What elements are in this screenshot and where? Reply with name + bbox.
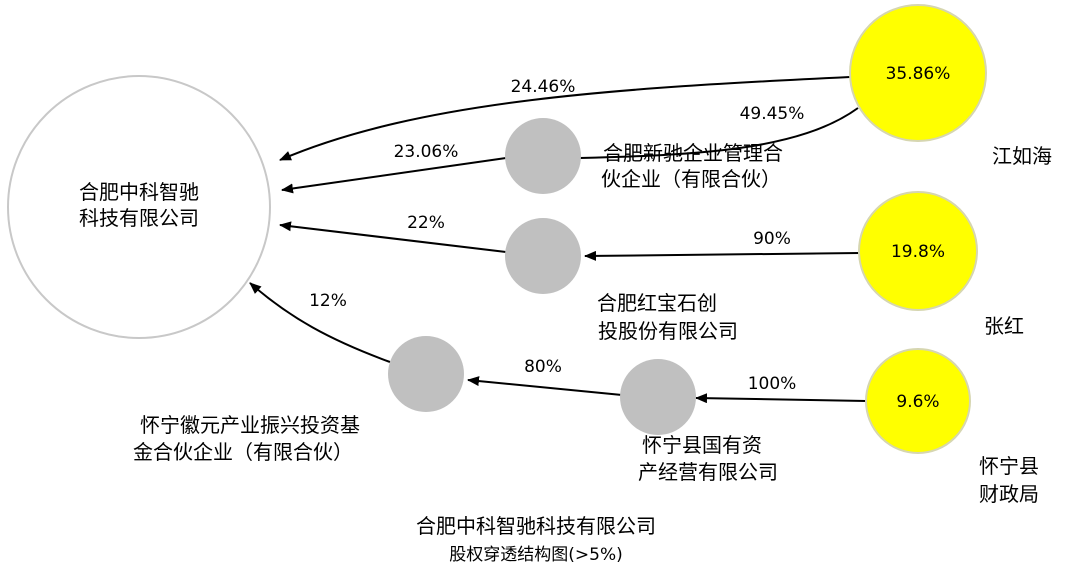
node-xinchi-label-line2: 伙企业（有限合伙） [601, 167, 781, 191]
node-jiangruhai-circle[interactable] [849, 4, 987, 142]
node-guoyou-circle[interactable] [620, 359, 696, 435]
node-huiyuan-label-line1: 怀宁徽元产业振兴投资基 [140, 413, 360, 437]
node-target-circle[interactable] [7, 75, 271, 339]
edge-jiangruhai-xinchi [579, 107, 859, 159]
edge-label-zhanghong-hongbaoshi: 90% [753, 229, 791, 249]
node-zhanghong-pct: 19.8% [891, 242, 945, 262]
edge-label-xinchi-target: 23.06% [394, 142, 459, 162]
edge-guoyou-huiyuan [467, 376, 623, 396]
edge-label-guoyou-huiyuan: 80% [524, 357, 562, 377]
node-hongbaoshi-circle[interactable] [505, 218, 581, 294]
node-zhanghong-circle[interactable] [858, 191, 978, 311]
edge-jiangruhai-target [279, 76, 851, 161]
node-caizheng-circle[interactable] [865, 348, 971, 454]
node-hongbaoshi-label-line2: 投股份有限公司 [598, 319, 738, 343]
edge-xinchi-target [281, 157, 507, 194]
node-target-label-line1: 合肥中科智驰 [79, 180, 199, 204]
edge-huiyuan-target [249, 282, 391, 363]
edge-label-hongbaoshi-target: 22% [407, 213, 445, 233]
diagram-title-line1: 合肥中科智驰科技有限公司 [416, 514, 656, 538]
node-guoyou-label-line1: 怀宁县国有资 [642, 433, 762, 457]
node-huiyuan-circle[interactable] [388, 336, 464, 412]
node-jiangruhai-name: 江如海 [992, 144, 1052, 168]
node-xinchi-circle[interactable] [505, 118, 581, 194]
node-hongbaoshi-label-line1: 合肥红宝石创 [597, 291, 717, 315]
edge-caizheng-guoyou [695, 393, 867, 404]
edge-label-caizheng-guoyou: 100% [748, 374, 797, 394]
node-huiyuan-label-line2: 金合伙企业（有限合伙） [133, 440, 353, 464]
node-caizheng-name-line2: 财政局 [979, 482, 1039, 506]
edge-hongbaoshi-target [279, 221, 507, 253]
node-jiangruhai-pct: 35.86% [886, 64, 951, 84]
node-caizheng-pct: 9.6% [896, 392, 939, 412]
edge-label-huiyuan-target: 12% [309, 291, 347, 311]
edge-zhanghong-hongbaoshi [584, 250, 861, 261]
node-guoyou-label-line2: 产经营有限公司 [638, 460, 778, 484]
edge-label-jiangruhai-target: 24.46% [511, 77, 576, 97]
diagram-title-line2: 股权穿透结构图(>5%) [449, 545, 622, 565]
node-target-label-line2: 科技有限公司 [79, 206, 199, 230]
node-caizheng-name-line1: 怀宁县 [979, 454, 1039, 478]
edge-label-jiangruhai-xinchi: 49.45% [740, 104, 805, 124]
node-xinchi-label-line1: 合肥新驰企业管理合 [603, 141, 783, 165]
node-zhanghong-name: 张红 [984, 314, 1024, 338]
